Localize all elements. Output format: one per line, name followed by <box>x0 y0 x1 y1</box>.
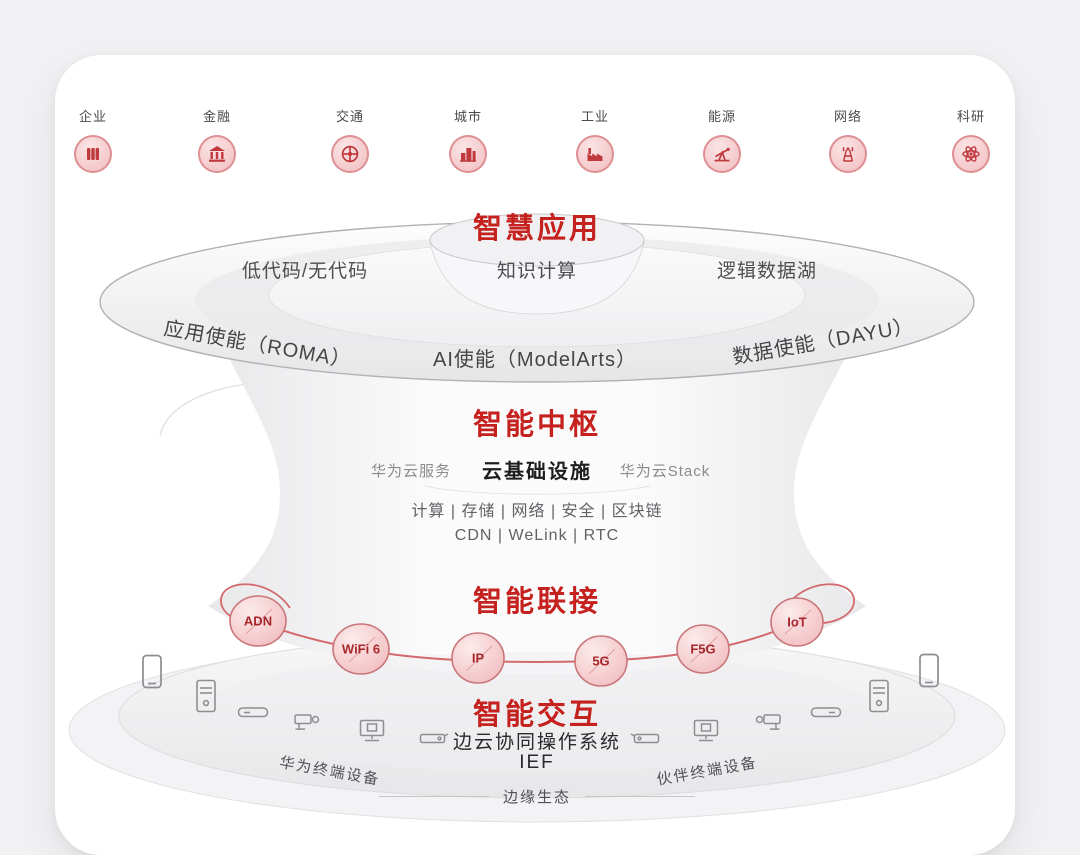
node-label-wifi6: WiFi 6 <box>341 641 381 657</box>
industry-item-enterprise: 企业 <box>74 106 112 173</box>
layer-title-intelligent-hub: 智能中枢 <box>472 409 602 441</box>
hub-services-row-1: 计算 | 存储 | 网络 | 安全 | 区块链 <box>411 503 663 520</box>
device-monitor-icon <box>693 719 719 743</box>
device-router-icon <box>237 706 269 719</box>
steering-wheel-icon <box>331 135 369 173</box>
city-buildings-icon <box>449 135 487 173</box>
node-label-adn: ADN <box>243 613 273 629</box>
industry-item-network: 网络 <box>829 106 867 173</box>
device-settop-box-icon <box>419 732 449 744</box>
industry-label: 工业 <box>580 109 609 124</box>
hub-services-row-2: CDN | WeLink | RTC <box>454 527 620 544</box>
industry-label: 交通 <box>335 109 364 124</box>
industry-label: 金融 <box>202 109 231 124</box>
edge-cloud-os-label: 边云协同操作系统 <box>452 732 622 753</box>
factory-icon <box>576 135 614 173</box>
ecosystem-line-right <box>585 796 696 797</box>
industry-label: 能源 <box>707 109 736 124</box>
ief-label: IEF <box>519 752 555 773</box>
hub-huawei-cloud-services: 华为云服务 <box>370 463 452 480</box>
device-phone-icon <box>917 653 941 689</box>
layer-title-intelligent-connectivity: 智能联接 <box>472 586 602 618</box>
ecosystem-line-left <box>378 796 489 797</box>
industry-label: 科研 <box>956 109 985 124</box>
device-settop-box-icon <box>630 732 660 744</box>
node-label-5g: 5G <box>592 653 610 669</box>
industry-item-city: 城市 <box>449 106 487 173</box>
node-label-ip: IP <box>471 650 485 666</box>
rim-label-modelarts: AI使能（ModelArts） <box>433 349 637 371</box>
device-server-icon <box>194 679 218 713</box>
bank-icon <box>198 135 236 173</box>
layer-title-smart-applications: 智慧应用 <box>472 213 602 245</box>
layer-title-intelligent-interaction: 智能交互 <box>472 699 602 731</box>
device-camera-icon <box>754 713 782 732</box>
enterprise-icon <box>74 135 112 173</box>
atom-icon <box>952 135 990 173</box>
oil-pump-icon <box>703 135 741 173</box>
industry-item-research: 科研 <box>952 106 990 173</box>
industry-item-transport: 交通 <box>331 106 369 173</box>
industry-item-industry: 工业 <box>576 106 614 173</box>
huawei-cloud-architecture-diagram: 企业 金融 交通 城市 工业 能源 网络 <box>55 55 1015 855</box>
node-label-f5g: F5G <box>690 641 716 657</box>
device-router-icon <box>810 706 842 719</box>
hub-cloud-infrastructure: 云基础设施 <box>482 461 592 483</box>
node-label-iot: IoT <box>787 614 807 630</box>
industry-label: 城市 <box>453 109 482 124</box>
device-monitor-icon <box>359 719 385 743</box>
hub-huawei-cloud-stack: 华为云Stack <box>619 463 711 480</box>
device-phone-icon <box>140 654 164 690</box>
device-server-icon <box>867 679 891 713</box>
industry-item-finance: 金融 <box>198 106 236 173</box>
radio-tower-icon <box>829 135 867 173</box>
app-item-logical-data-lake: 逻辑数据湖 <box>716 261 818 282</box>
industry-label: 企业 <box>78 109 107 124</box>
edge-ecosystem-row: 边缘生态 <box>378 786 696 807</box>
industry-label: 网络 <box>833 109 862 124</box>
app-item-low-code: 低代码/无代码 <box>241 261 369 282</box>
device-camera-icon <box>293 713 321 732</box>
app-item-knowledge-computing: 知识计算 <box>496 261 578 282</box>
industry-item-energy: 能源 <box>703 106 741 173</box>
edge-ecosystem-label: 边缘生态 <box>502 789 572 806</box>
